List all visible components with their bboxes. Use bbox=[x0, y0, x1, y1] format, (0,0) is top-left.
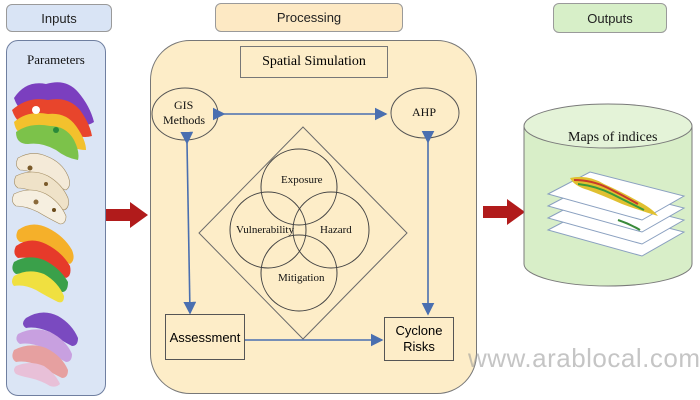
parameters-title: Parameters bbox=[27, 52, 85, 67]
outputs-cylinder bbox=[523, 103, 693, 287]
gis-label-line1: GIS bbox=[174, 98, 194, 112]
processing-header: Processing bbox=[215, 3, 403, 32]
parameter-maps-illustration bbox=[12, 82, 94, 387]
index-map-layers bbox=[546, 171, 686, 257]
processing-to-output-arrow bbox=[483, 199, 525, 225]
cyclone-risks-box: Cyclone Risks bbox=[384, 317, 454, 361]
gis-label-line2: Methods bbox=[163, 113, 205, 127]
cyclone-label-line1: Cyclone bbox=[395, 323, 443, 338]
exposure-circle bbox=[260, 148, 338, 226]
gis-assessment-arrow bbox=[180, 131, 197, 315]
spatial-simulation-title: Spatial Simulation bbox=[262, 54, 366, 69]
ahp-label: AHP bbox=[412, 105, 437, 119]
parameter-map-group-3 bbox=[12, 224, 74, 303]
maps-of-indices-title: Maps of indices bbox=[568, 130, 658, 145]
inputs-header-label: Inputs bbox=[41, 10, 77, 26]
parameter-map-group-1 bbox=[12, 82, 94, 160]
exposure-label: Exposure bbox=[281, 174, 323, 186]
spatial-simulation-box: Spatial Simulation bbox=[240, 46, 388, 78]
hazard-label: Hazard bbox=[320, 224, 352, 236]
parameter-map-group-2 bbox=[12, 153, 70, 225]
processing-diagram bbox=[151, 87, 460, 347]
mitigation-circle bbox=[260, 234, 338, 312]
assessment-label: Assessment bbox=[169, 329, 241, 345]
input-to-processing-arrow bbox=[106, 202, 148, 228]
vulnerability-label: Vulnerability bbox=[236, 224, 294, 236]
hazard-circle bbox=[292, 191, 370, 269]
assessment-box: Assessment bbox=[165, 314, 245, 360]
outputs-header-label: Outputs bbox=[587, 10, 633, 26]
watermark: www.arablocal.com bbox=[468, 343, 700, 373]
outputs-header: Outputs bbox=[553, 3, 667, 33]
parameter-map-group-4 bbox=[12, 312, 78, 387]
processing-header-label: Processing bbox=[276, 10, 342, 25]
cyclone-label-line2: Risks bbox=[403, 339, 435, 354]
inputs-header: Inputs bbox=[6, 4, 112, 32]
vulnerability-circle bbox=[229, 191, 307, 269]
mitigation-label: Mitigation bbox=[278, 272, 325, 284]
